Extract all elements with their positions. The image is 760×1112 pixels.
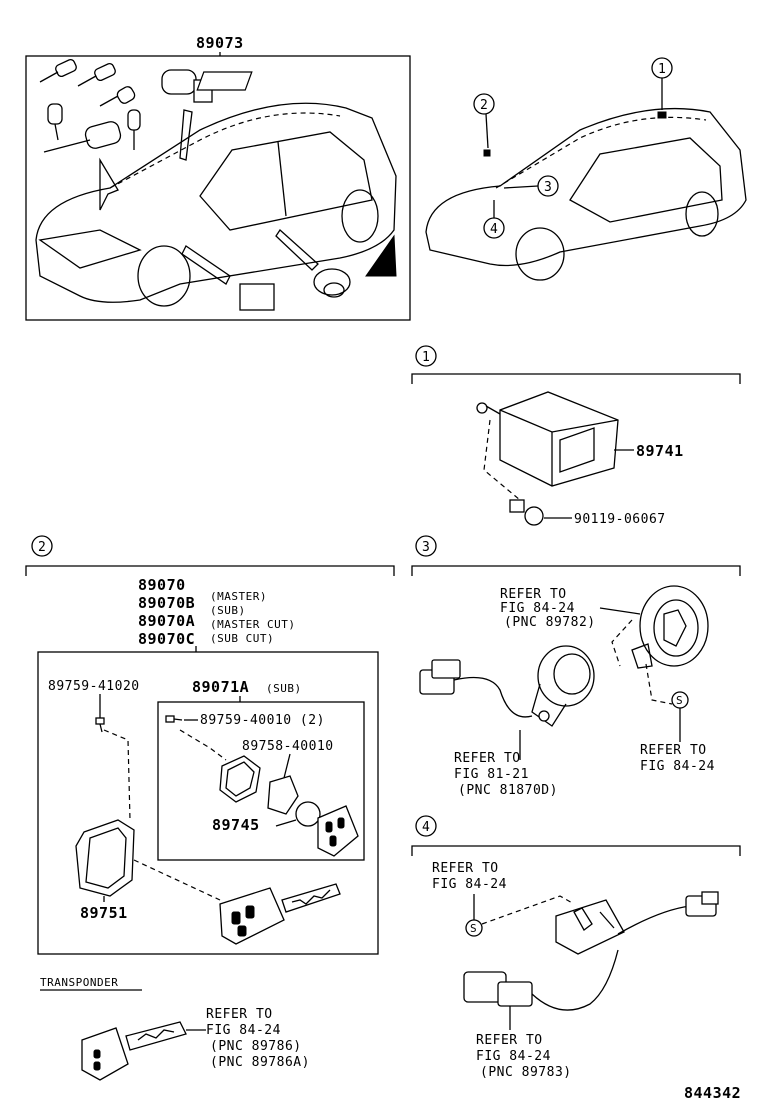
part-89070[interactable]: 89070 (138, 576, 186, 594)
pointer-arrow-door (181, 245, 231, 285)
sub-group-frame (157, 701, 365, 861)
s4-ref-bottom-line3: (PNC 89783) (480, 1065, 572, 1080)
screw-icon-inner (165, 715, 183, 723)
figure-number: 844342 (684, 1084, 741, 1102)
svg-text:S: S (470, 922, 477, 935)
transponder-ref-line3: (PNC 89786) (210, 1039, 302, 1054)
connector-plug-icon (419, 659, 533, 718)
part-89758-40010[interactable]: 89758-40010 (242, 739, 334, 754)
svg-text:(MASTER CUT): (MASTER CUT) (210, 618, 295, 631)
s3-s-mark: S (671, 691, 689, 709)
transponder-ref-line2[interactable]: FIG 84-24 (206, 1023, 281, 1038)
pointer-arrow-hood (99, 157, 119, 211)
section-4-number: 4 (422, 820, 430, 835)
remote-button-pad-icon (317, 805, 359, 857)
section-2-number: 2 (38, 540, 46, 555)
callout-1-marker: 1 (651, 57, 673, 110)
part-89070A[interactable]: 89070A (138, 612, 195, 630)
s3-ref-bottom-line3: (PNC 81870D) (458, 783, 558, 798)
connector-block-icon (463, 949, 619, 1011)
switch-sensor-icon (555, 891, 719, 955)
s3-ref-bottom-line2[interactable]: FIG 81-21 (454, 767, 529, 782)
svg-text:(SUB): (SUB) (266, 682, 302, 695)
section-1-number: 1 (422, 350, 430, 365)
transponder-ref-line4: (PNC 89786A) (210, 1055, 310, 1070)
part-90119-06067[interactable]: 90119-06067 (574, 512, 666, 527)
callout-3-marker: 3 (503, 175, 559, 197)
key-cover-icon (75, 819, 135, 897)
svg-text:S: S (676, 694, 683, 707)
s4-ref-bottom-line1: REFER TO (476, 1033, 543, 1048)
key-set-icon (39, 59, 141, 150)
screw-icon-outer (95, 717, 105, 733)
callout-2-marker: 2 (473, 93, 495, 149)
svg-text:1: 1 (658, 62, 666, 77)
case-frame-icon (219, 755, 261, 803)
part-89759-40010[interactable]: 89759-40010 (2) (200, 713, 325, 728)
part-89070C[interactable]: 89070C (138, 630, 195, 648)
switch-icon (239, 283, 275, 311)
svg-text:3: 3 (544, 180, 552, 195)
s4-s-mark: S (465, 919, 483, 937)
svg-text:4: 4 (490, 222, 498, 237)
s3-ref-right-line1: REFER TO (640, 743, 707, 758)
case-half-icon (267, 775, 299, 815)
pointer-arrow-trunk (275, 229, 319, 271)
part-89070B[interactable]: 89070B (138, 594, 195, 612)
trim-piece-icon (365, 234, 397, 277)
svg-text:(SUB CUT): (SUB CUT) (210, 632, 274, 645)
section-4-panel: 4 REFER TO FIG 84-24 S REFER TO FIG 84-2… (411, 815, 741, 1080)
part-89759-41020[interactable]: 89759-41020 (48, 679, 140, 694)
kit-frame (25, 55, 411, 321)
section-1-panel: 1 89741 90119-06067 (411, 345, 741, 527)
transponder-ref-line1: REFER TO (206, 1007, 273, 1022)
transponder-label: TRANSPONDER (40, 976, 118, 989)
svg-text:2: 2 (480, 98, 488, 113)
bolt-icon (509, 499, 544, 526)
key-assembly-frame (37, 651, 379, 955)
vehicle-outline-right (425, 107, 747, 281)
section-3-panel: 3 REFER TO FIG 84-24 (PNC 89782) S (411, 535, 741, 798)
part-89071A[interactable]: 89071A (192, 678, 249, 696)
key-lock-ring-icon (631, 585, 709, 669)
callout-4-marker: 4 (483, 200, 505, 239)
lock-cylinder-icon (43, 69, 253, 153)
kit-89073-panel: 89073 (25, 34, 411, 321)
key-cylinder-icon (313, 268, 351, 298)
s3-ref-top-line2[interactable]: FIG 84-24 (500, 601, 575, 616)
battery-icon (295, 801, 321, 827)
section-3-number: 3 (422, 540, 430, 555)
part-89745[interactable]: 89745 (212, 816, 260, 834)
vehicle-outline-left (35, 102, 397, 307)
kit-part-number[interactable]: 89073 (196, 34, 244, 52)
s4-ref-top-line1: REFER TO (432, 861, 499, 876)
s3-ref-right-line2[interactable]: FIG 84-24 (640, 759, 715, 774)
svg-text:(SUB): (SUB) (210, 604, 246, 617)
s3-ref-bottom-line1: REFER TO (454, 751, 521, 766)
remote-key-icon (219, 883, 341, 945)
part-89751[interactable]: 89751 (80, 904, 128, 922)
part-89741[interactable]: 89741 (636, 442, 684, 460)
section-2-panel: 2 89070 (MASTER) 89070B (SUB) 89070A (MA… (25, 535, 395, 1081)
ignition-coil-icon (531, 645, 595, 727)
transponder-key-icon (81, 1021, 187, 1081)
svg-text:(MASTER): (MASTER) (210, 590, 267, 603)
s3-ref-top-line1: REFER TO (500, 587, 567, 602)
ecu-module-icon (476, 391, 619, 487)
s4-ref-top-line2[interactable]: FIG 84-24 (432, 877, 507, 892)
s4-ref-bottom-line2[interactable]: FIG 84-24 (476, 1049, 551, 1064)
s3-ref-top-line3: (PNC 89782) (504, 615, 596, 630)
pointer-arrow-roof (179, 109, 193, 161)
